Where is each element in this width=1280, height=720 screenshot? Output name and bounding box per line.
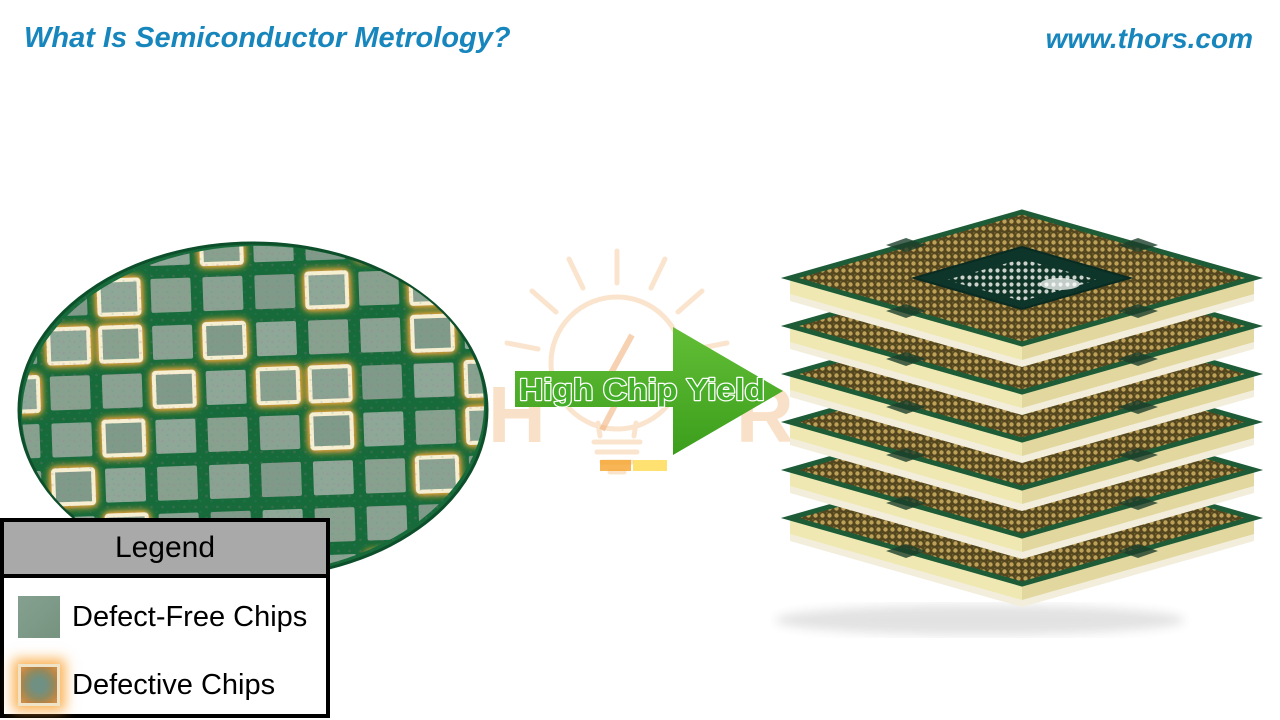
defective-swatch [18, 664, 60, 706]
wafer-chip [462, 266, 489, 303]
legend-item-defective: Defective Chips [18, 664, 326, 706]
legend-item-label: Defective Chips [72, 668, 276, 701]
wafer-chip [420, 550, 462, 580]
legend-item-label: Defect-Free Chips [72, 600, 308, 633]
wafer-chip [460, 240, 489, 256]
wafer-chip [17, 283, 36, 319]
cpu-chip-layer [780, 209, 1264, 367]
page-title: What Is Semiconductor Metrology? [24, 22, 511, 54]
wafer-chip [470, 501, 489, 537]
wafer-chip [472, 548, 489, 580]
defect-free-swatch [18, 596, 60, 638]
wafer-texture [22, 246, 484, 574]
wafer-defective-chip [366, 550, 412, 580]
legend-body: Defect-Free Chips Defective Chips [4, 596, 326, 706]
arrow-label: High Chip Yield [519, 372, 765, 407]
arrow-shape [515, 327, 783, 455]
watermark-underline-orange [600, 460, 631, 471]
wafer-defective-chip [354, 240, 400, 261]
wafer-chip [408, 240, 450, 257]
legend-item-defect-free: Defect-Free Chips [18, 596, 326, 638]
legend-box: Legend Defect-Free Chips Defective Chips [0, 518, 330, 718]
watermark-underline-yellow [633, 460, 667, 471]
stack-shadow [775, 605, 1185, 635]
site-url: www.thors.com [1045, 23, 1253, 54]
wafer-chip [96, 240, 138, 268]
wafer-chip [44, 240, 86, 270]
yield-arrow: High Chip Yield [515, 327, 783, 455]
legend-title: Legend [4, 522, 326, 578]
wafer-chip [17, 240, 34, 272]
cpu-stack-illustration [775, 209, 1264, 635]
cpu-stack-layers [780, 209, 1264, 607]
